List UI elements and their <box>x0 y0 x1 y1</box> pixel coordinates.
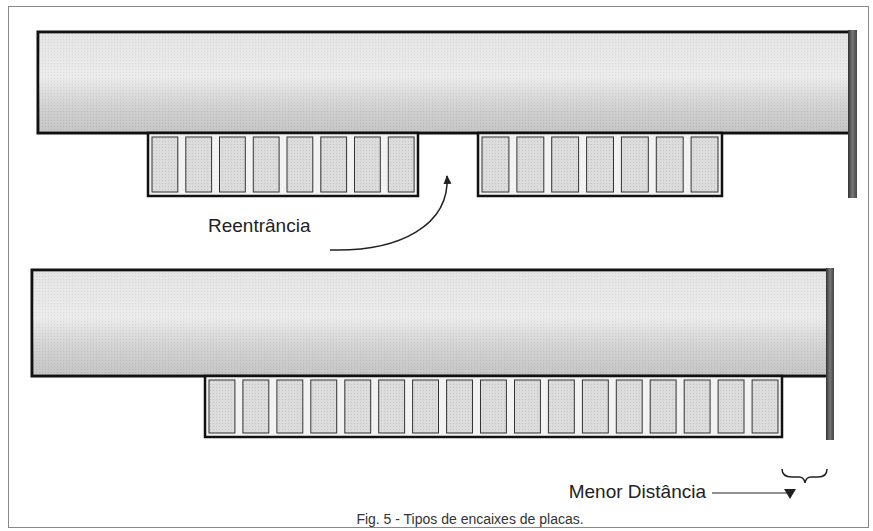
contact-pin <box>515 380 541 433</box>
contact-pin <box>277 380 303 433</box>
callout-label: Reentrância <box>208 216 310 237</box>
leader-line <box>712 492 790 493</box>
contact-pin <box>548 380 574 433</box>
bracket-bar <box>848 30 857 198</box>
contact-pin <box>321 137 347 192</box>
contact-pin <box>552 137 579 192</box>
contact-pin <box>616 380 642 433</box>
bracket-bar <box>826 268 834 440</box>
contact-strip <box>478 133 722 196</box>
contact-pin <box>186 137 212 192</box>
contact-pin <box>517 137 544 192</box>
contact-pin <box>413 380 439 433</box>
contact-pin <box>582 380 608 433</box>
contact-pin <box>621 137 648 192</box>
contact-pin <box>656 137 683 192</box>
contact-pin <box>650 380 676 433</box>
contact-pin <box>220 137 246 192</box>
contact-pin <box>691 137 718 192</box>
contact-pin <box>481 380 507 433</box>
contact-strip <box>205 376 782 437</box>
card-shading <box>39 33 853 132</box>
contact-pin <box>287 137 313 192</box>
frame <box>9 7 869 528</box>
contact-pin <box>311 380 337 433</box>
contact-pin <box>152 137 178 192</box>
contact-pin <box>718 380 744 433</box>
contact-pin <box>379 380 405 433</box>
contact-pin <box>345 380 371 433</box>
contact-pin <box>447 380 473 433</box>
distance-brace <box>782 469 827 483</box>
leader-arrow <box>330 176 447 250</box>
contact-pin <box>355 137 381 192</box>
contact-pin <box>587 137 614 192</box>
contact-pin <box>253 137 279 192</box>
figure-caption: Fig. 5 - Tipos de encaixes de placas. <box>356 512 583 527</box>
card-board <box>38 32 854 133</box>
contact-pin <box>482 137 509 192</box>
contact-pin <box>684 380 710 433</box>
contact-pin <box>388 137 414 192</box>
contact-row <box>205 376 782 437</box>
leader-head <box>784 489 796 499</box>
contact-pin <box>752 380 778 433</box>
contact-pin <box>209 380 235 433</box>
contact-strip <box>148 133 418 196</box>
callout-label: Menor Distância <box>569 482 706 503</box>
card-board <box>32 270 828 376</box>
card-shading <box>33 271 827 375</box>
contact-row <box>148 133 722 196</box>
contact-pin <box>243 380 269 433</box>
